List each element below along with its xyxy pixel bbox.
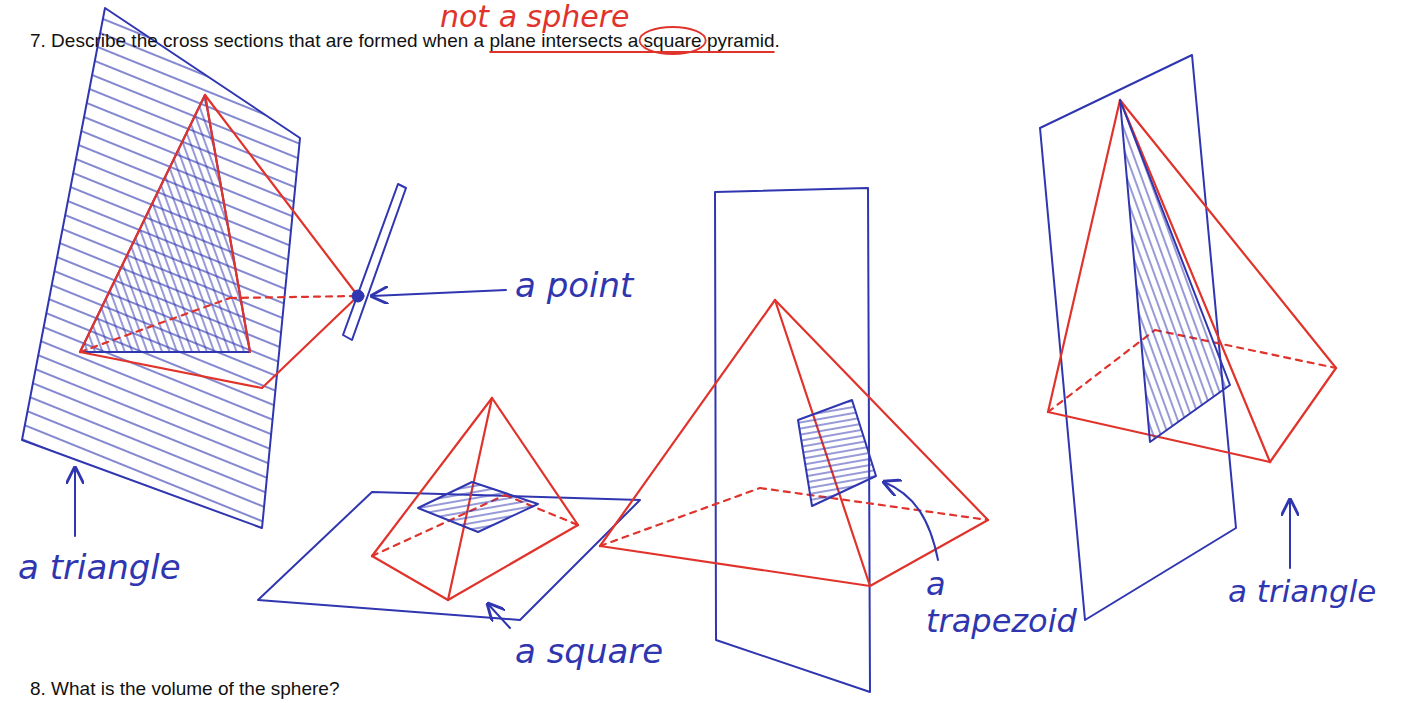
section-label: a square [515, 632, 663, 671]
section-label: a trapezoid [926, 566, 1106, 640]
triangle-section [80, 95, 250, 352]
cutting-plane [343, 184, 406, 340]
section-label: a triangle [18, 548, 181, 587]
leader-arrow [74, 468, 76, 536]
leader-arrow [372, 290, 506, 296]
square-pyramid [372, 398, 578, 600]
underline-mark [489, 51, 774, 53]
square-section [418, 482, 538, 532]
cutting-plane [1040, 55, 1236, 620]
square-pyramid [1048, 100, 1336, 462]
leader-arrow [1289, 500, 1291, 568]
teacher-note: not a sphere [440, 0, 630, 35]
triangle-section [1120, 100, 1230, 442]
leader-arrow [488, 604, 510, 628]
leader-arrow [884, 482, 938, 560]
question-text: 7. Describe the cross sections that are … [30, 30, 780, 52]
question-text: 8. What is the volume of the sphere? [30, 678, 339, 700]
cutting-plane [22, 8, 300, 528]
section-label: a point [515, 266, 633, 305]
section-label: a triangle [1228, 574, 1376, 610]
square-pyramid [600, 300, 988, 586]
trapezoid-section [798, 400, 876, 506]
point-section [352, 290, 364, 302]
square-pyramid [80, 95, 358, 388]
